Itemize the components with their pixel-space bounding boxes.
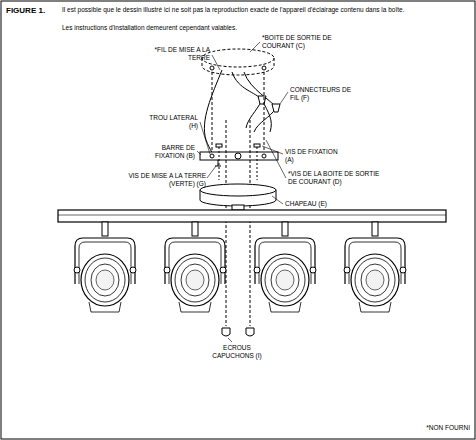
part-label: TROU LATERAL (H) (146, 114, 198, 130)
part-label: ECROUS CAPUCHONS (I) (206, 344, 268, 360)
part-label: *BOITE DE SORTIE DE COURANT (C) (262, 34, 342, 50)
figure-title: FIGURE 1. (6, 6, 45, 15)
leader-lines (197, 42, 288, 342)
part-label: BARRE DE FIXATION (B) (138, 144, 195, 160)
track-bar (58, 210, 446, 222)
outlet-box-screws (212, 72, 264, 150)
part-label: VIS DE MISE A LA TERRE (VERTE) (G) (118, 172, 206, 188)
part-label: *VIS DE LA BOITE DE SORTIE DE COURANT (D… (288, 170, 380, 186)
part-label: CHAPEAU (E) (285, 200, 345, 208)
wires (204, 70, 276, 158)
part-label: CONNECTEURS DE FIL (F) (290, 86, 352, 102)
part-label: VIS DE FIXATION (A) (285, 148, 343, 164)
outlet-box (202, 49, 274, 75)
canopy (200, 184, 276, 210)
disclaimer-note: Il est possible que le dessin illustré i… (62, 6, 466, 14)
wire-connectors (258, 96, 280, 112)
mounting-screws (216, 144, 260, 180)
mounting-bar (200, 152, 278, 166)
part-label: *FIL DE MISE A LA TERRE (148, 46, 210, 62)
cap-nuts (222, 328, 254, 336)
disclaimer-note: Les instructions d'installation demeuren… (62, 24, 466, 32)
cap-nut-guides (226, 120, 250, 326)
not-supplied-note: *NON FOURNI (404, 424, 470, 432)
spotlights (74, 222, 406, 312)
